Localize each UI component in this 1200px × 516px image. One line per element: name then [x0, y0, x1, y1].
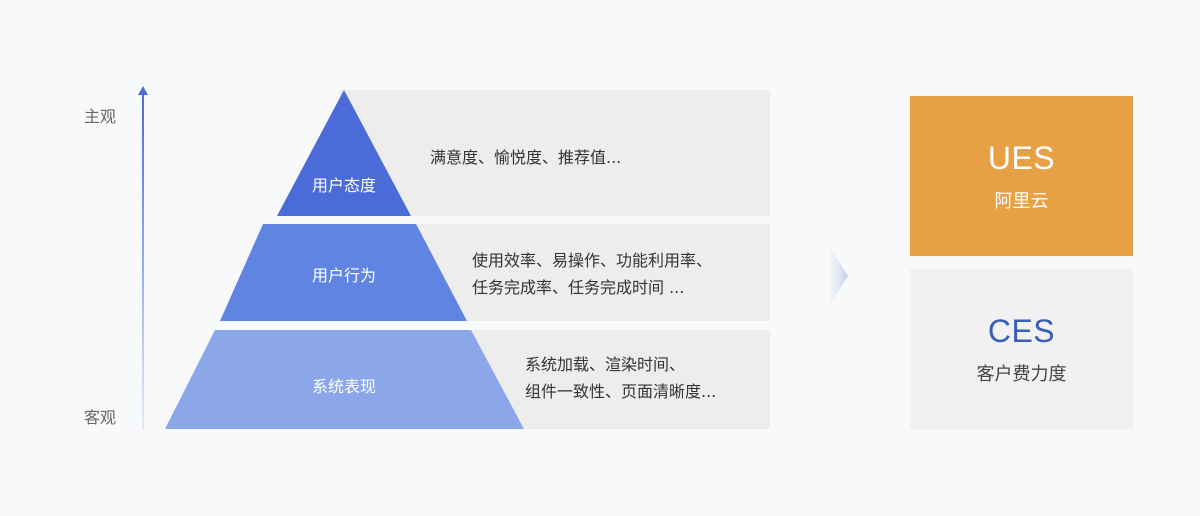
- ues-subtitle: 阿里云: [994, 190, 1049, 212]
- level-label-behavior: 用户行为: [311, 266, 376, 285]
- axis-top-label: 主观: [84, 107, 117, 126]
- pyramid-top-triangle: [277, 90, 411, 216]
- ces-card: CES 客户费力度: [910, 269, 1133, 429]
- ues-title: UES: [987, 139, 1056, 176]
- arrow-up-icon: [138, 86, 148, 430]
- pyramid-middle-trapezoid: [220, 224, 467, 321]
- pyramid-bottom-trapezoid: [165, 330, 524, 429]
- subjective-objective-axis: [133, 86, 153, 430]
- level-description-system: 系统加载、渲染时间、 组件一致性、页面清晰度...: [525, 355, 717, 401]
- ues-card: UES 阿里云: [910, 96, 1133, 256]
- level-label-attitude: 用户态度: [311, 176, 376, 195]
- chevron-right-icon: [830, 248, 848, 304]
- ces-title: CES: [987, 312, 1056, 349]
- ces-subtitle: 客户费力度: [976, 363, 1067, 385]
- level-description-attitude: 满意度、愉悦度、推荐值...: [430, 148, 622, 167]
- pyramid: [165, 90, 524, 429]
- level-description-behavior: 使用效率、易操作、功能利用率、 任务完成率、任务完成时间 ...: [472, 251, 713, 297]
- axis-bottom-label: 客观: [84, 408, 117, 427]
- level-band-attitude: [340, 90, 770, 216]
- level-label-system: 系统表现: [311, 377, 376, 396]
